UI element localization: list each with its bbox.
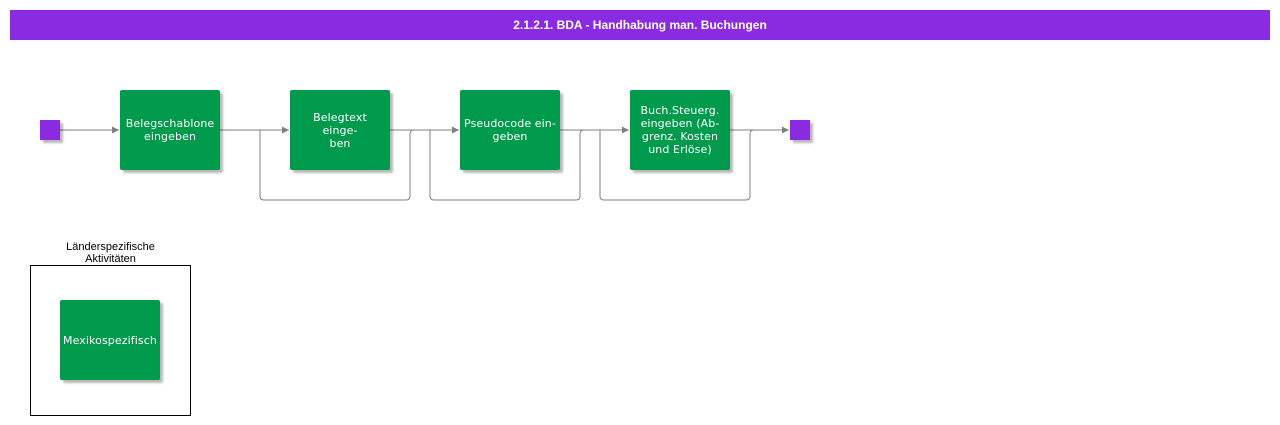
- activity-label: Belegschablone eingeben: [125, 117, 215, 143]
- end-event[interactable]: [790, 120, 810, 140]
- diagram-title: 2.1.2.1. BDA - Handhabung man. Buchungen: [513, 18, 767, 32]
- activity-belegschablone-eingeben[interactable]: Belegschablone eingeben: [120, 90, 220, 170]
- activity-pseudocode-eingeben[interactable]: Pseudocode ein- geben: [460, 90, 560, 170]
- activity-label: Belegtext einge- ben: [313, 110, 367, 150]
- activity-label: Buch.Steuerg. eingeben (Ab- grenz. Koste…: [640, 104, 720, 156]
- start-event[interactable]: [40, 120, 60, 140]
- activity-label: Mexikospezifisch: [63, 333, 157, 347]
- diagram-title-bar: 2.1.2.1. BDA - Handhabung man. Buchungen: [10, 10, 1270, 40]
- connector-bypass-step-2: [259, 129, 430, 201]
- group-label: Länderspezifische Aktivitäten: [66, 241, 155, 265]
- connector-bypass-step-3: [429, 129, 600, 201]
- activity-mexikospezifisch[interactable]: Mexikospezifisch: [60, 300, 160, 380]
- activity-label: Pseudocode ein- geben: [464, 117, 556, 143]
- activity-buch-steuerg-eingeben[interactable]: Buch.Steuerg. eingeben (Ab- grenz. Koste…: [630, 90, 730, 170]
- connector-bypass-step-4: [599, 129, 770, 201]
- activity-belegtext-eingeben[interactable]: Belegtext einge- ben: [290, 90, 390, 170]
